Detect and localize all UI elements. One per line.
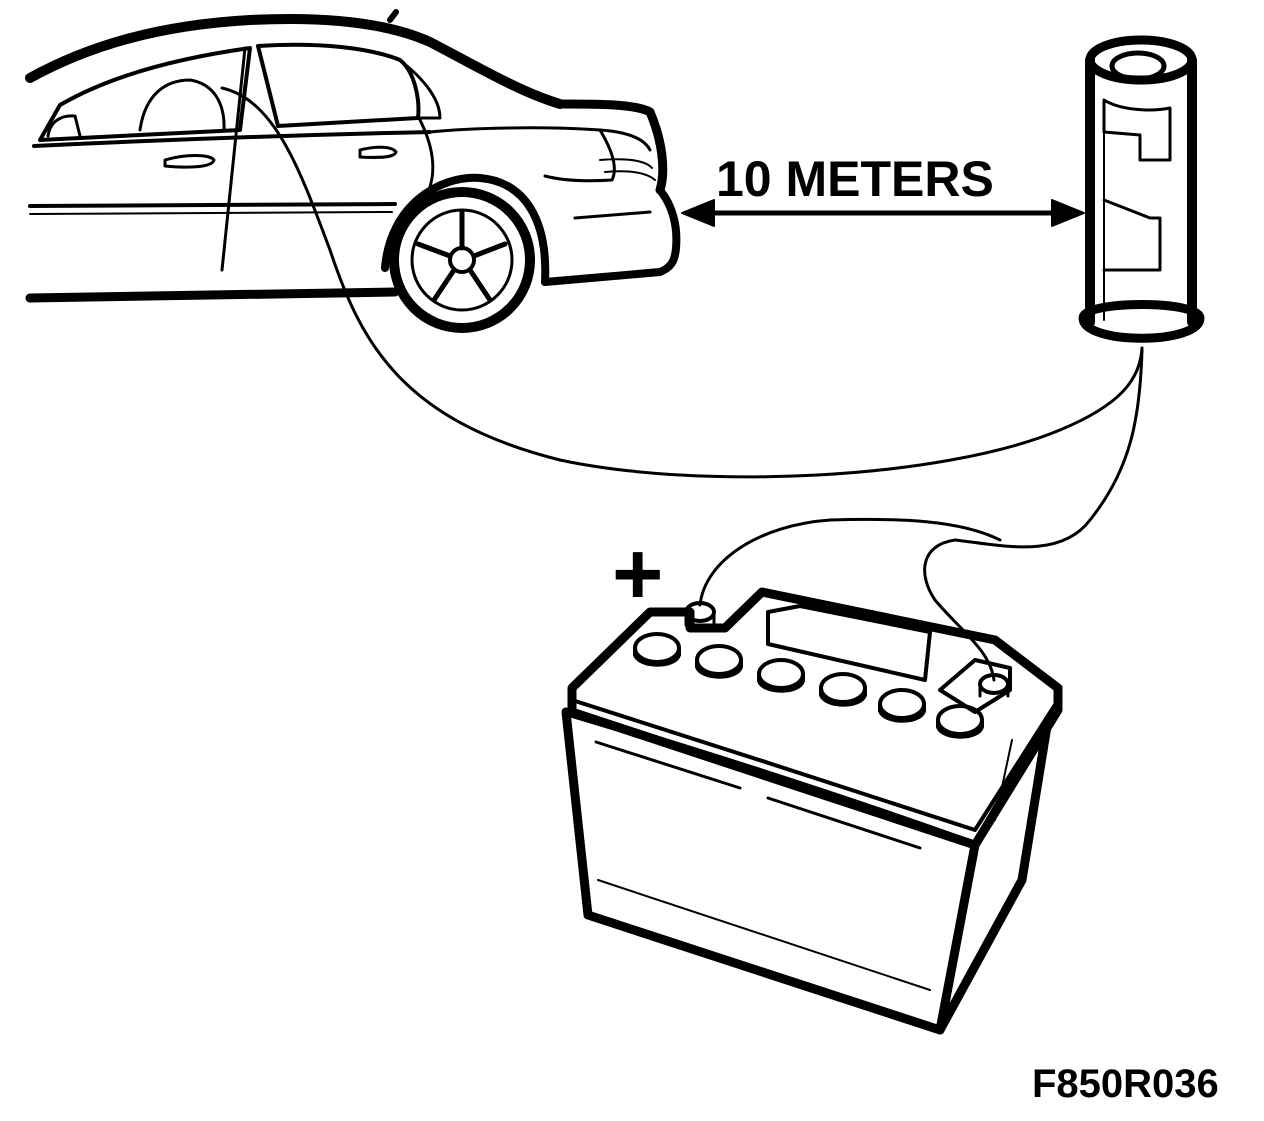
distance-label: 10 METERS xyxy=(716,151,994,207)
positive-terminal-sign: + xyxy=(612,524,664,623)
battery xyxy=(561,587,1063,1035)
battery-cell-caps xyxy=(633,632,984,739)
cables xyxy=(220,86,1144,682)
warning-lamp xyxy=(1078,35,1205,343)
figure-code: F850R036 xyxy=(1032,1062,1219,1106)
car xyxy=(25,9,681,303)
car-rear-wheel xyxy=(389,187,535,333)
distance-arrow xyxy=(681,199,1085,227)
